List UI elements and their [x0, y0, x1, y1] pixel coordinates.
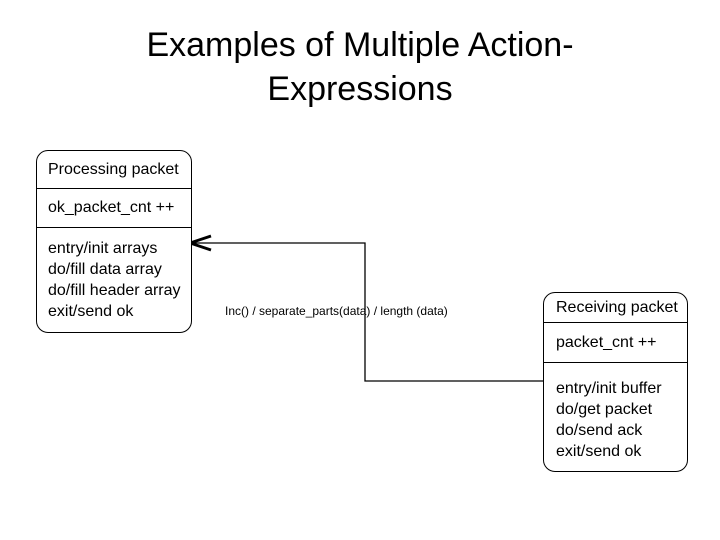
state-box-receiving: Receiving packet packet_cnt ++ entry/ini… [543, 292, 688, 472]
state-name-compartment: Receiving packet [544, 293, 687, 323]
internal-action-line: do/send ack [556, 422, 643, 439]
slide-title-line1: Examples of Multiple Action- [146, 26, 574, 64]
internal-action-line: do/get packet [556, 401, 653, 418]
state-box-processing: Processing packet ok_packet_cnt ++ entry… [36, 150, 192, 333]
state-action: packet_cnt ++ [556, 333, 657, 351]
state-name-compartment: Processing packet [37, 151, 191, 189]
slide-title: Examples of Multiple Action- Expressions [0, 23, 720, 111]
state-internals-compartment: entry/init buffer do/get packet do/send … [544, 363, 687, 462]
state-name: Processing packet [48, 160, 179, 178]
state-action-compartment: ok_packet_cnt ++ [37, 189, 191, 228]
internal-action-line: do/fill header array [48, 282, 181, 299]
slide-title-line2: Expressions [267, 70, 453, 108]
transition-label: Inc() / separate_parts(data) / length (d… [225, 304, 448, 318]
state-name: Receiving packet [556, 298, 678, 316]
internal-action-line: entry/init buffer [556, 380, 662, 397]
state-internals-compartment: entry/init arrays do/fill data array do/… [37, 228, 191, 322]
internal-action-line: exit/send ok [48, 303, 134, 320]
state-action: ok_packet_cnt ++ [48, 199, 175, 216]
arrowhead-icon [185, 234, 212, 252]
internal-action-line: exit/send ok [556, 443, 642, 460]
internal-action-line: entry/init arrays [48, 240, 158, 257]
internal-action-line: do/fill data array [48, 261, 162, 278]
state-action-compartment: packet_cnt ++ [544, 323, 687, 363]
